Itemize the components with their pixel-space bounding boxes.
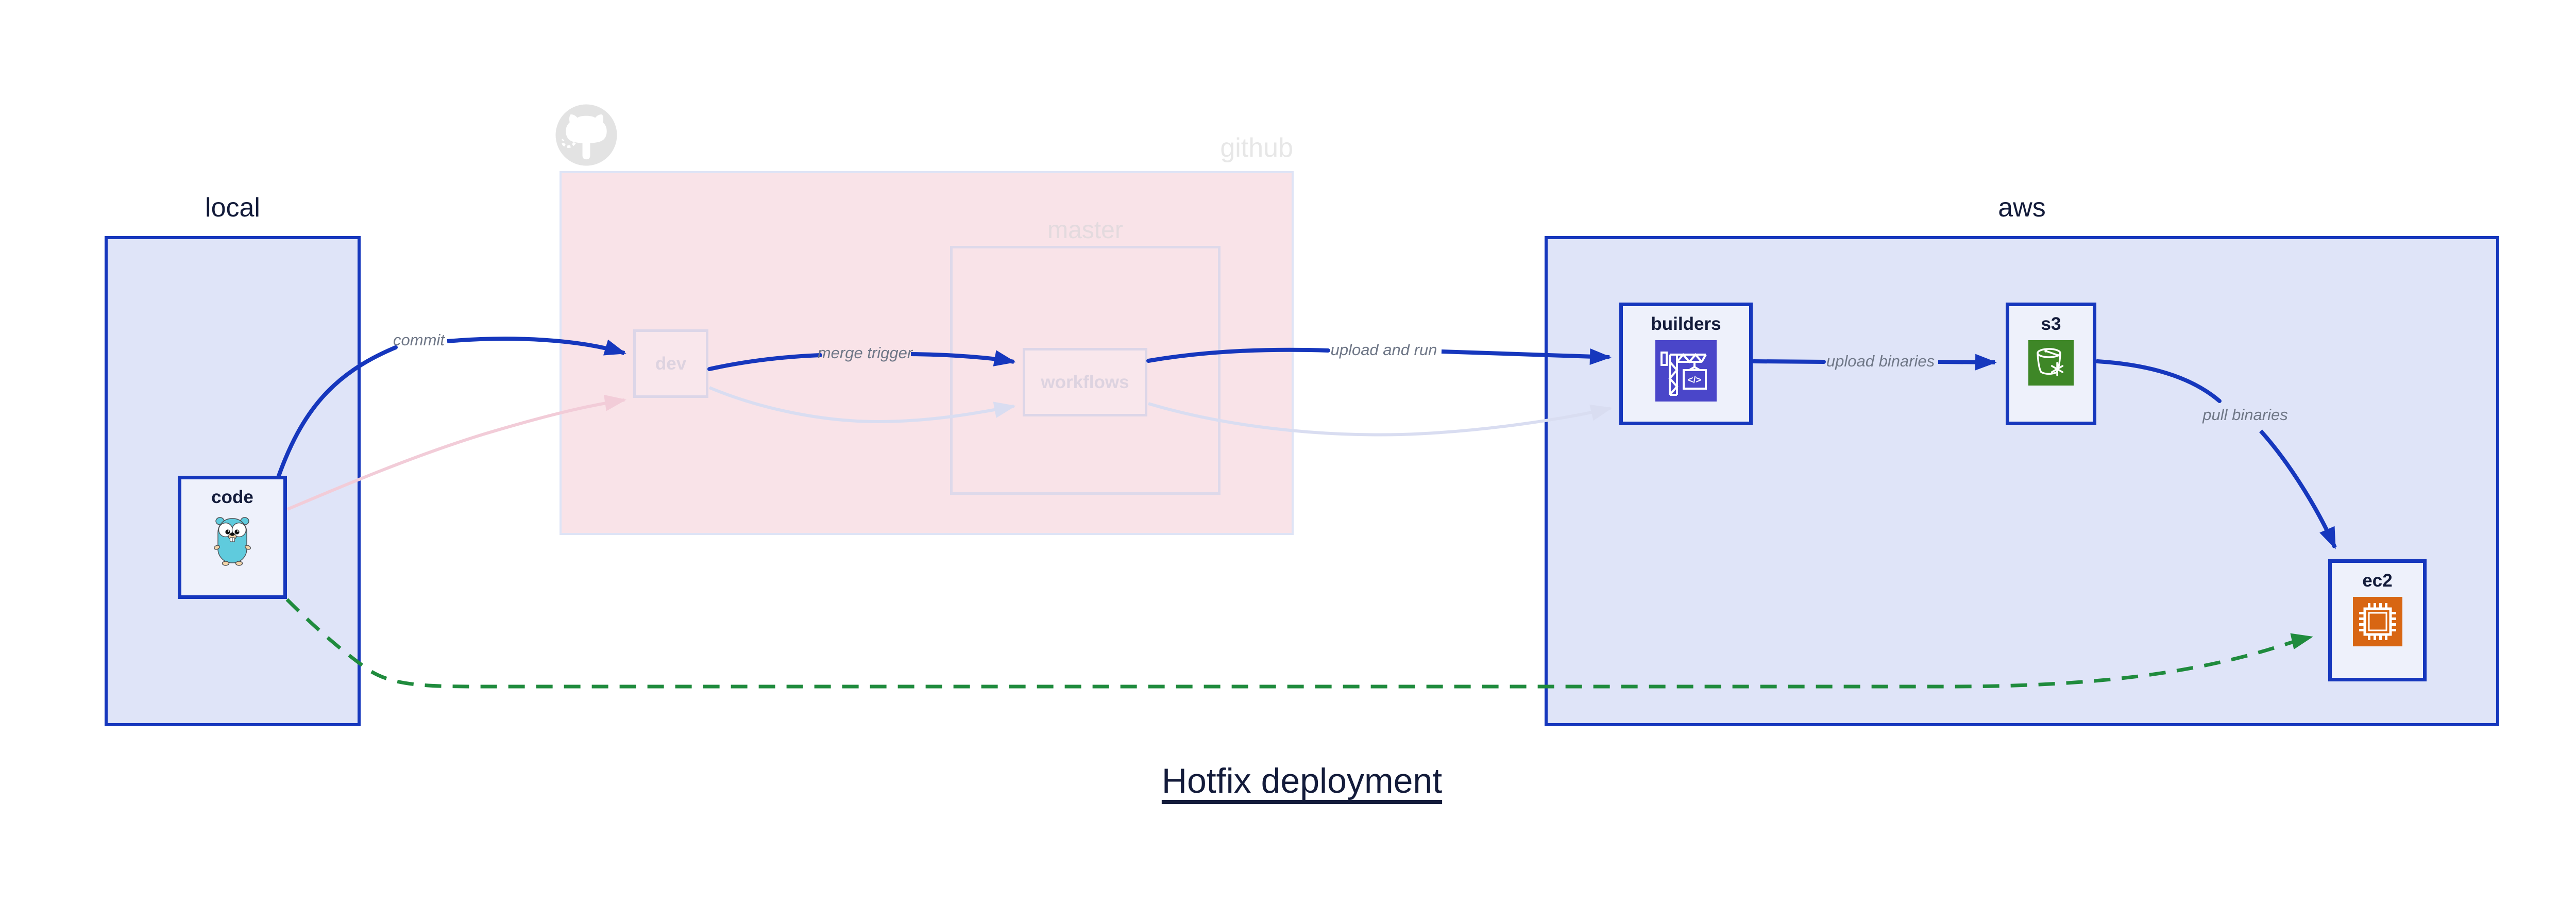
edge-upload-binaries-label: upload binaries [1826, 352, 1935, 370]
edge-merge-trigger-label: merge trigger [817, 344, 913, 362]
node-workflows-label: workflows [1041, 372, 1129, 392]
s3-bucket-icon [2028, 340, 2074, 386]
node-dev: dev [633, 329, 708, 398]
node-ec2: ec2 [2328, 559, 2427, 681]
svg-text:</>: </> [1688, 375, 1701, 385]
go-gopher-icon [214, 517, 251, 566]
node-dev-label: dev [655, 353, 687, 374]
node-code: code [178, 476, 287, 599]
ec2-chip-icon [2352, 597, 2402, 646]
node-workflows: workflows [1023, 348, 1147, 416]
node-builders-label: builders [1651, 314, 1721, 334]
edge-pull-binaries-label: pull binaries [2202, 406, 2288, 424]
group-local-label: local [205, 193, 260, 223]
diagram-title: Hotfix deployment [1161, 761, 1443, 800]
branch-master-box [950, 246, 1221, 495]
node-ec2-label: ec2 [2362, 571, 2393, 591]
node-builders: builders </> [1619, 303, 1753, 425]
group-aws-label: aws [1998, 193, 2046, 223]
edge-upload-and-run-label: upload and run [1330, 341, 1437, 359]
node-s3: s3 [2006, 303, 2096, 425]
github-octocat-icon [555, 104, 617, 166]
node-code-label: code [211, 487, 253, 507]
codebuild-crane-icon: </> [1655, 340, 1717, 402]
edge-commit-label: commit [393, 331, 445, 349]
branch-master-label: master [1047, 216, 1123, 244]
group-github-label: github [1220, 133, 1293, 163]
node-s3-label: s3 [2041, 314, 2061, 334]
